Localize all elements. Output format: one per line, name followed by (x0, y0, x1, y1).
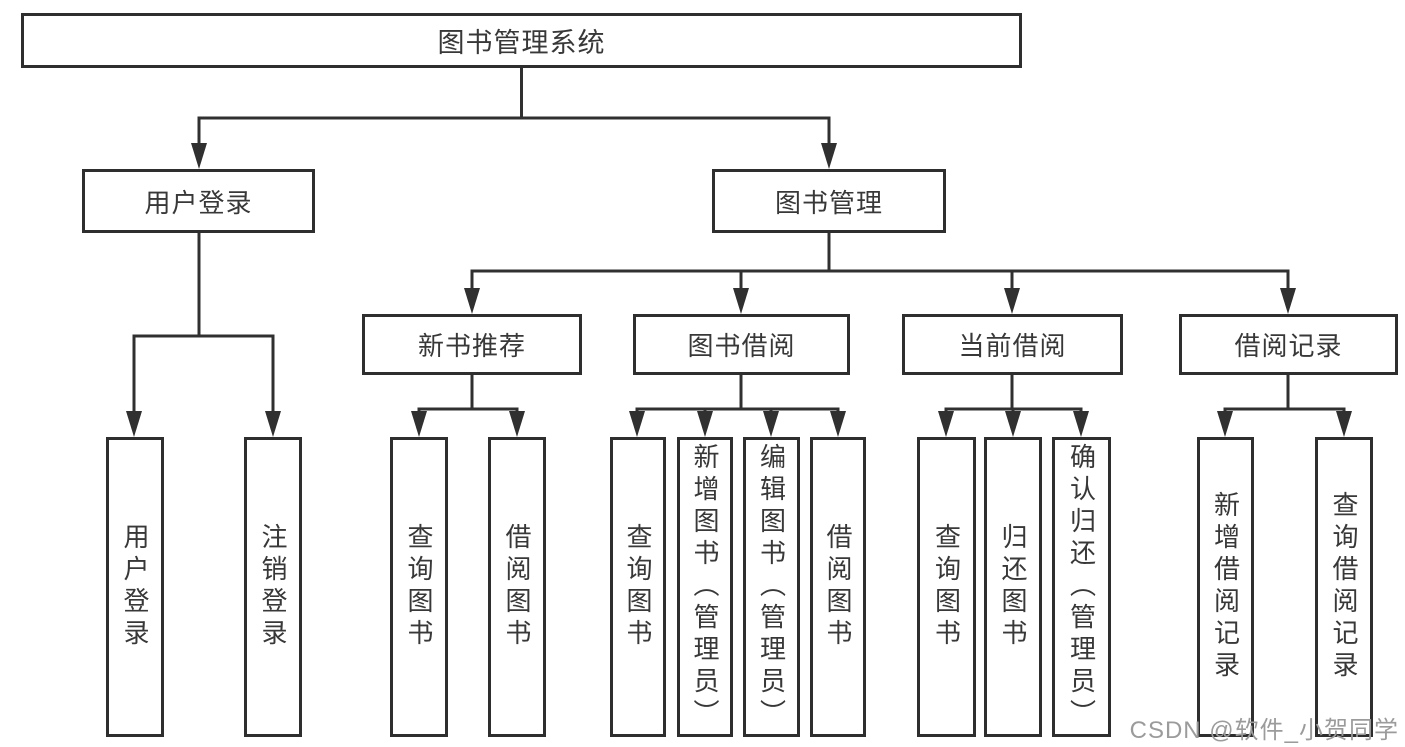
leaf-query-books-current: 查询图书 (917, 437, 976, 737)
leaf-borrow-books-borrowing: 借阅图书 (810, 437, 866, 737)
leaf-return-book: 归还图书 (984, 437, 1042, 737)
leaf-query-borrow-record: 查询借阅记录 (1315, 437, 1373, 737)
node-book-management: 图书管理 (712, 169, 946, 233)
leaf-logout: 注销登录 (244, 437, 302, 737)
csdn-watermark: CSDN @软件_小贺同学 (1129, 717, 1399, 744)
leaf-add-book-admin: 新增图书（管理员） (677, 437, 733, 737)
node-library-management-system: 图书管理系统 (21, 13, 1022, 68)
leaf-add-borrow-record: 新增借阅记录 (1197, 437, 1254, 737)
leaf-borrow-books-recommend: 借阅图书 (488, 437, 546, 737)
leaf-confirm-return-admin: 确认归还（管理员） (1052, 437, 1111, 737)
leaf-query-books-borrowing: 查询图书 (610, 437, 666, 737)
leaf-edit-book-admin: 编辑图书（管理员） (743, 437, 800, 737)
leaf-query-books-recommend: 查询图书 (390, 437, 448, 737)
node-book-borrowing: 图书借阅 (633, 314, 850, 375)
node-current-borrowing: 当前借阅 (902, 314, 1123, 375)
leaf-user-login: 用户登录 (106, 437, 164, 737)
node-borrowing-records: 借阅记录 (1179, 314, 1398, 375)
node-user-login: 用户登录 (82, 169, 315, 233)
node-new-book-recommend: 新书推荐 (362, 314, 582, 375)
